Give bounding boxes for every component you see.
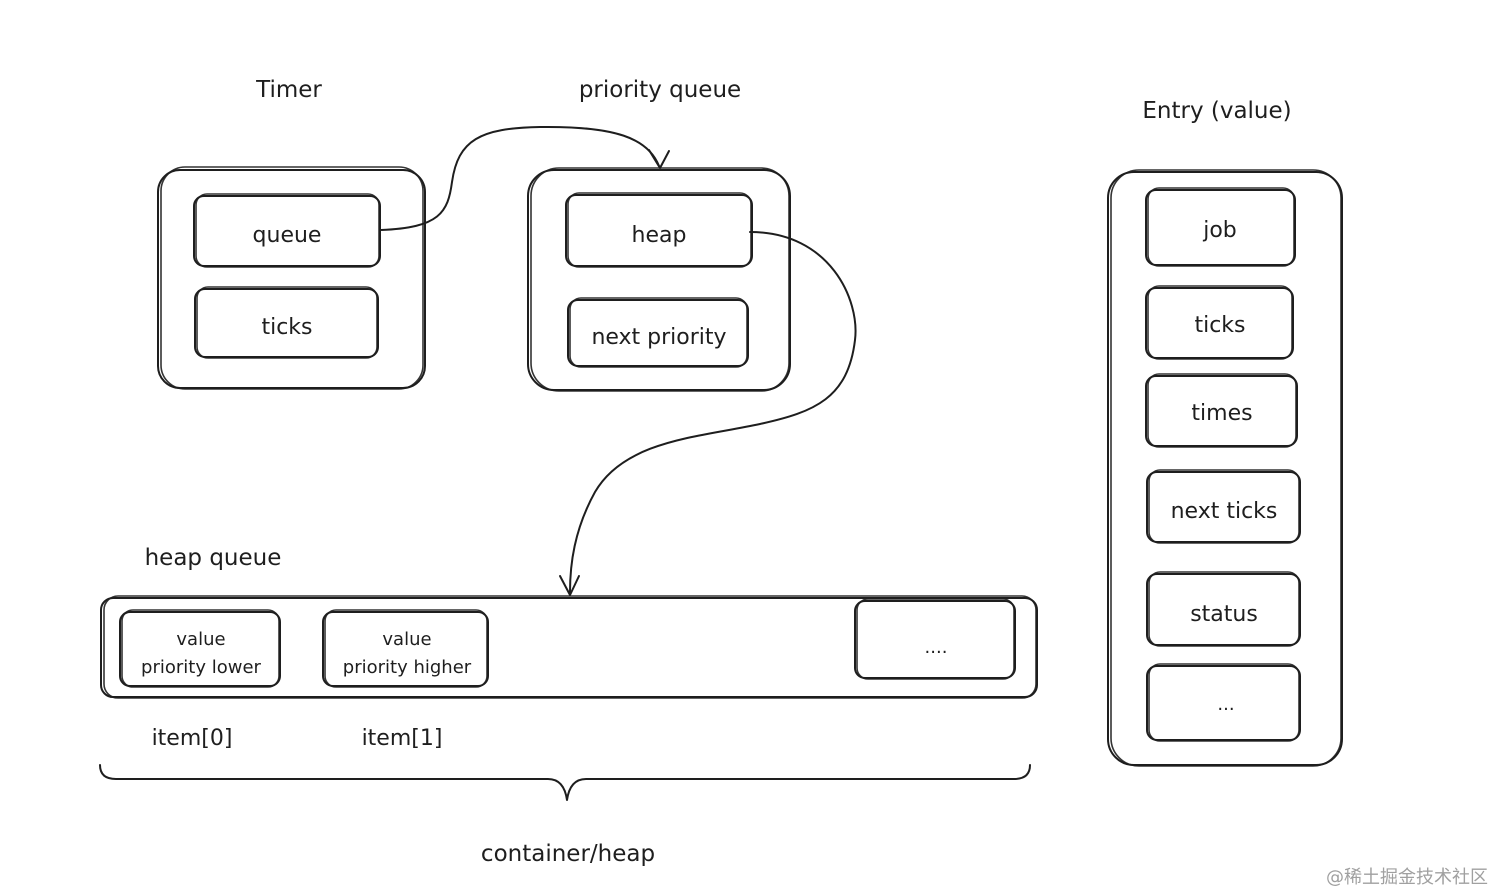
watermark: @稀土掘金技术社区 (1326, 867, 1488, 888)
priority-queue-field-heap: heap (565, 192, 753, 268)
item-value-label: value (176, 629, 225, 650)
field-label: next ticks (1171, 499, 1278, 524)
brace-label: container/heap (481, 841, 655, 867)
entry-box (1107, 169, 1343, 767)
entry-box-sketch-stroke (1110, 169, 1342, 767)
field-box-sketch-stroke (1147, 285, 1293, 360)
entry-title: Entry (value) (1142, 98, 1291, 124)
timer-box-sketch-stroke (160, 166, 424, 390)
item-more-label: .... (925, 637, 948, 658)
container-brace (99, 764, 1031, 801)
priority-queue-field-next-priority: next priority (567, 297, 749, 368)
timer-box (157, 166, 426, 390)
field-label: ticks (261, 315, 312, 340)
field-box-outline (565, 194, 753, 267)
heap-queue-title: heap queue (145, 545, 282, 571)
item-priority-label: priority higher (343, 657, 472, 678)
heap-item-0: value priority lower (119, 609, 281, 688)
item-priority-label: priority lower (141, 657, 261, 678)
heap-queue-box-outline (100, 597, 1038, 698)
entry-box-outline (1107, 171, 1343, 766)
field-box-outline (1146, 471, 1301, 543)
timer-field-queue: queue (193, 193, 381, 268)
field-label: ticks (1194, 313, 1245, 338)
field-label: next priority (591, 325, 726, 350)
item-box-outline (119, 611, 281, 687)
field-box-outline (1146, 573, 1301, 646)
arrow-heap-to-heap-queue (569, 231, 857, 593)
field-box-sketch-stroke (196, 286, 378, 359)
entry-field-status: status (1146, 571, 1301, 647)
field-label: ... (1217, 694, 1234, 715)
priority-queue-box-outline (527, 169, 791, 391)
field-box-sketch-stroke (1147, 187, 1295, 267)
item-1-index-label: item[1] (362, 726, 443, 751)
field-box-outline (1145, 287, 1294, 359)
entry-field-ticks: ticks (1145, 285, 1294, 360)
field-box-outline (567, 299, 749, 367)
field-box-outline (194, 288, 379, 358)
item-box-sketch-stroke (856, 598, 1015, 680)
timer-box-outline (157, 169, 426, 389)
item-box-sketch-stroke (324, 609, 488, 688)
field-box-outline (1145, 375, 1298, 447)
field-box-sketch-stroke (1148, 571, 1300, 647)
entry-field-next-ticks: next ticks (1146, 469, 1301, 544)
arrow-head-priority-queue (648, 149, 670, 169)
field-box-sketch-stroke (569, 297, 748, 368)
heap-item-more: .... (854, 598, 1016, 680)
entry-field-times: times (1145, 373, 1298, 448)
entry-field-more: ... (1146, 663, 1301, 742)
item-0-index-label: item[0] (152, 726, 233, 751)
item-box-outline (322, 611, 489, 687)
field-label: status (1190, 602, 1258, 627)
field-box-sketch-stroke (1147, 373, 1297, 448)
field-box-sketch-stroke (195, 193, 380, 268)
priority-queue-title: priority queue (579, 77, 741, 103)
item-box-outline (854, 600, 1016, 679)
heap-item-1: value priority higher (322, 609, 489, 688)
field-box-outline (1146, 665, 1301, 741)
timer-title: Timer (255, 77, 322, 103)
field-box-sketch-stroke (567, 192, 752, 268)
field-label: heap (632, 223, 687, 248)
item-value-label: value (382, 629, 431, 650)
field-label: times (1191, 401, 1252, 426)
field-label: queue (253, 223, 322, 248)
item-box-sketch-stroke (121, 609, 280, 688)
field-box-sketch-stroke (1148, 663, 1300, 742)
field-label: job (1202, 218, 1237, 243)
timer-field-ticks: ticks (194, 286, 379, 359)
field-box-sketch-stroke (1148, 469, 1300, 544)
entry-field-job: job (1145, 187, 1296, 267)
arrow-head-heap-queue (559, 575, 580, 596)
field-box-outline (1145, 189, 1296, 266)
arrow-queue-to-priority-queue (379, 125, 660, 231)
